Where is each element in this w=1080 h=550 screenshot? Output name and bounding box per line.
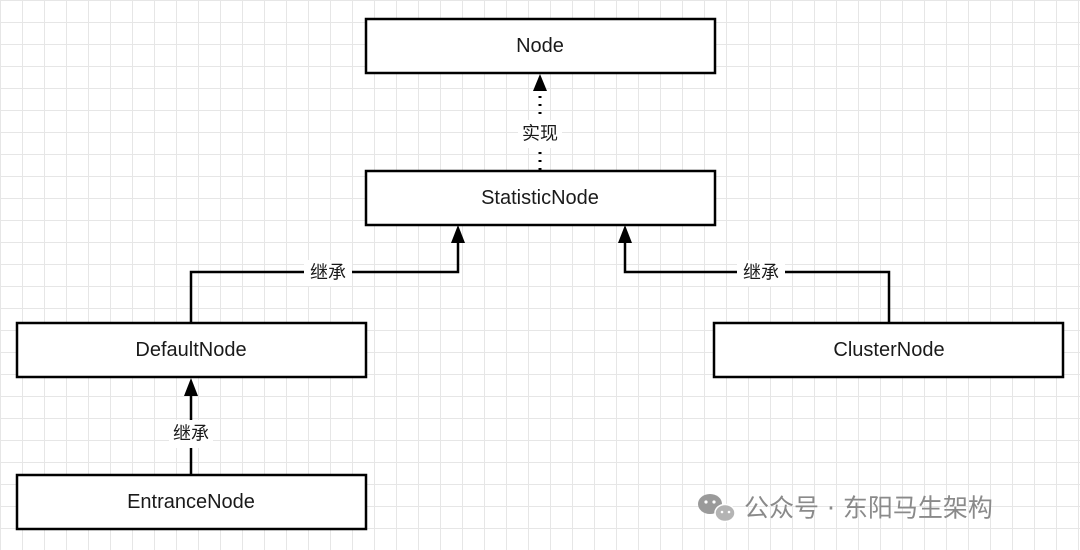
entrance-node-label: EntranceNode (127, 491, 255, 513)
statistic-node-label: StatisticNode (481, 187, 599, 209)
node-box-default-node: DefaultNode (15, 321, 368, 379)
cluster-node-label: ClusterNode (833, 339, 944, 361)
arrowhead-icon (451, 225, 465, 243)
default-node-label: DefaultNode (135, 339, 246, 361)
implements-label: 实现 (522, 124, 558, 145)
arrowhead-icon (533, 74, 547, 91)
inherit-label-bottom: 继承 (173, 424, 209, 445)
watermark: 公众号 · 东阳马生架构 (698, 494, 993, 523)
wechat-icon (698, 494, 736, 523)
node-box-statistic-node: StatisticNode (364, 169, 717, 227)
inherit-label-right: 继承 (743, 263, 779, 284)
node-box-node: Node (364, 17, 717, 75)
node-label: Node (516, 35, 564, 57)
node-box-cluster-node: ClusterNode (712, 321, 1065, 379)
arrowhead-icon (184, 378, 198, 396)
node-box-entrance-node: EntranceNode (15, 473, 368, 531)
arrowhead-icon (618, 225, 632, 243)
inherit-label-left: 继承 (310, 263, 346, 284)
watermark-text: 公众号 · 东阳马生架构 (744, 494, 993, 523)
